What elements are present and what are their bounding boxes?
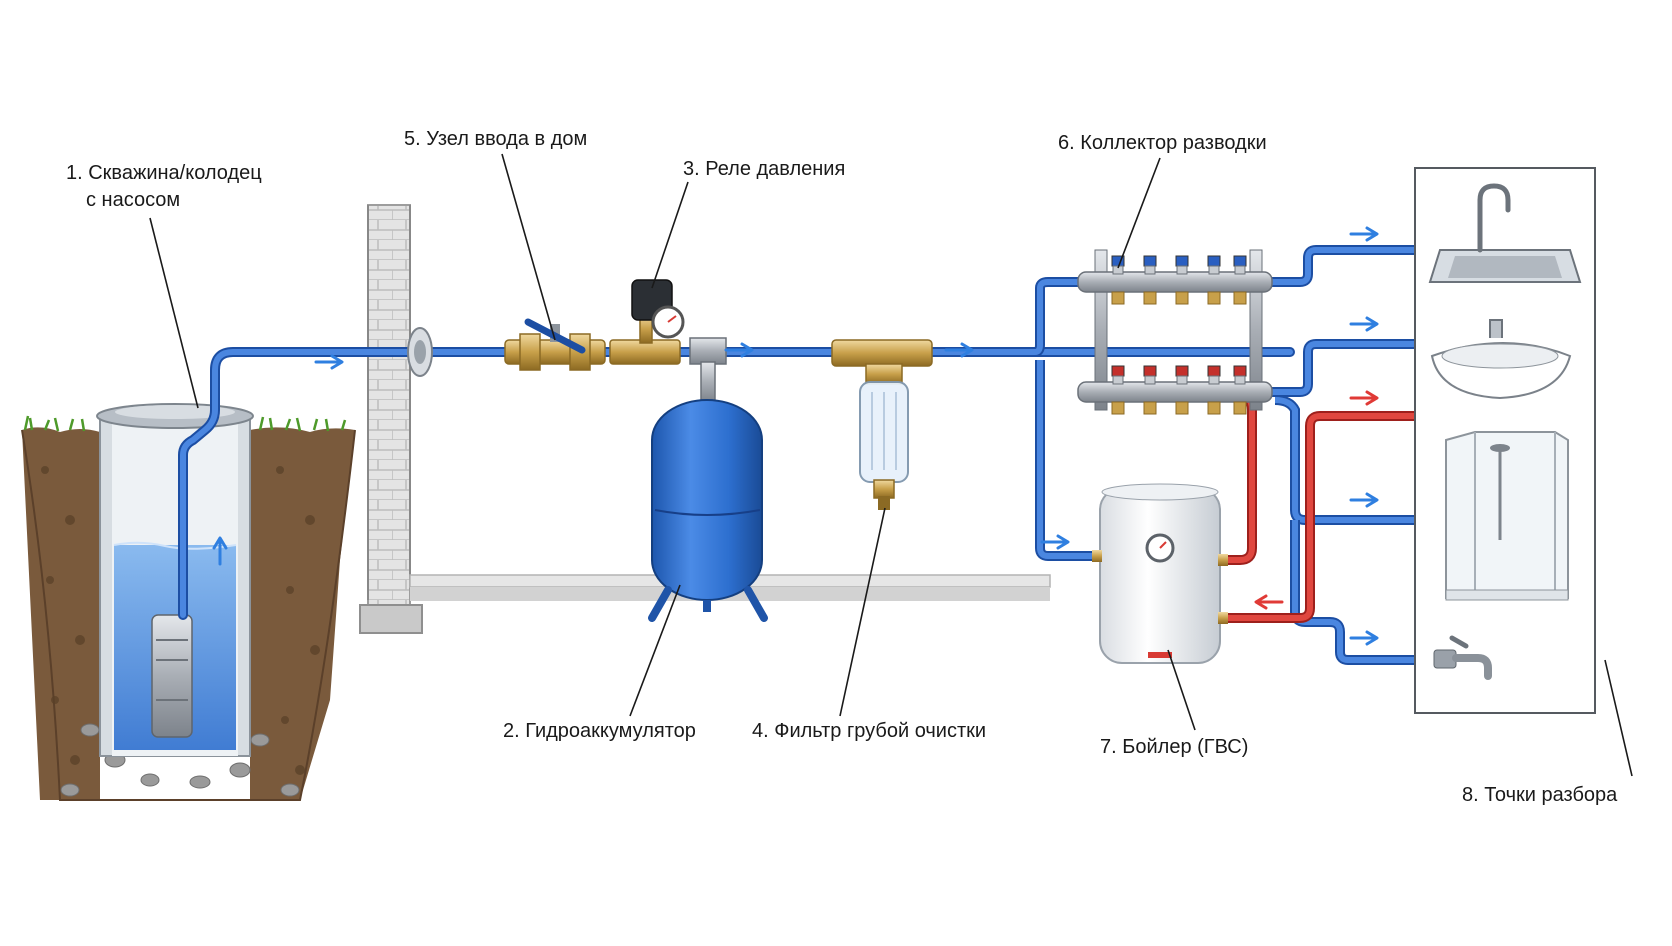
label-outlets: 8. Точки разбора [1462, 784, 1618, 806]
flow-arrows [212, 226, 1379, 646]
flow-arrow-icon [1349, 226, 1379, 242]
washbasin-icon [1430, 319, 1572, 400]
label-house-entry: 5. Узел ввода в дом [404, 128, 588, 150]
label-accumulator: 2. Гидроаккумулятор [503, 720, 696, 742]
hot-water-pipe [1220, 387, 1420, 623]
label-pressure-switch: 3. Реле давления [683, 158, 846, 180]
label-well: 1. Скважина/колодец с насосом [66, 160, 262, 214]
flow-arrow-icon [724, 342, 754, 358]
flow-arrow-icon [944, 342, 974, 358]
flow-arrow-icon [1254, 594, 1284, 610]
flow-arrow-icon [1349, 390, 1379, 406]
leader-line-manifold [1117, 157, 1161, 269]
leader-line-house-entry [501, 153, 556, 341]
leader-line-pressure-switch [651, 181, 689, 289]
water-heater-icon [1092, 483, 1228, 664]
label-filter: 4. Фильтр грубой очистки [752, 720, 987, 742]
flow-arrow-icon [1349, 630, 1379, 646]
wall-sleeve-icon [407, 327, 433, 377]
shower-cabin-icon [1445, 431, 1569, 601]
pressure-switch-icon [609, 279, 685, 365]
well-with-pump-icon [21, 403, 356, 801]
leader-lines [149, 153, 1633, 777]
leader-line-filter [839, 507, 886, 717]
leader-line-boiler [1167, 649, 1196, 731]
garden-tap-icon [1433, 635, 1492, 680]
leader-line-accumulator [629, 584, 681, 717]
flow-arrow-icon [212, 536, 228, 566]
flow-arrow-icon [314, 354, 344, 370]
ball-valve-icon [504, 318, 606, 371]
leader-line-well [149, 217, 199, 409]
label-well-line1: 1. Скважина/колодец [66, 162, 262, 184]
water-filter-icon [831, 339, 933, 510]
label-manifold: 6. Коллектор разводки [1058, 132, 1267, 154]
leader-line-outlets [1604, 659, 1633, 777]
accumulator-connection [689, 337, 727, 403]
flow-arrow-icon [1349, 492, 1379, 508]
label-boiler: 7. Бойлер (ГВС) [1100, 736, 1249, 758]
flow-arrow-icon [1349, 316, 1379, 332]
label-well-line2: с насосом [86, 189, 181, 211]
manifold-icon [1077, 249, 1273, 415]
cold-water-pipe [178, 245, 1420, 665]
pressure-tank-icon [648, 399, 768, 622]
flow-arrow-icon [1040, 534, 1070, 550]
kitchen-sink-icon [1428, 183, 1582, 283]
